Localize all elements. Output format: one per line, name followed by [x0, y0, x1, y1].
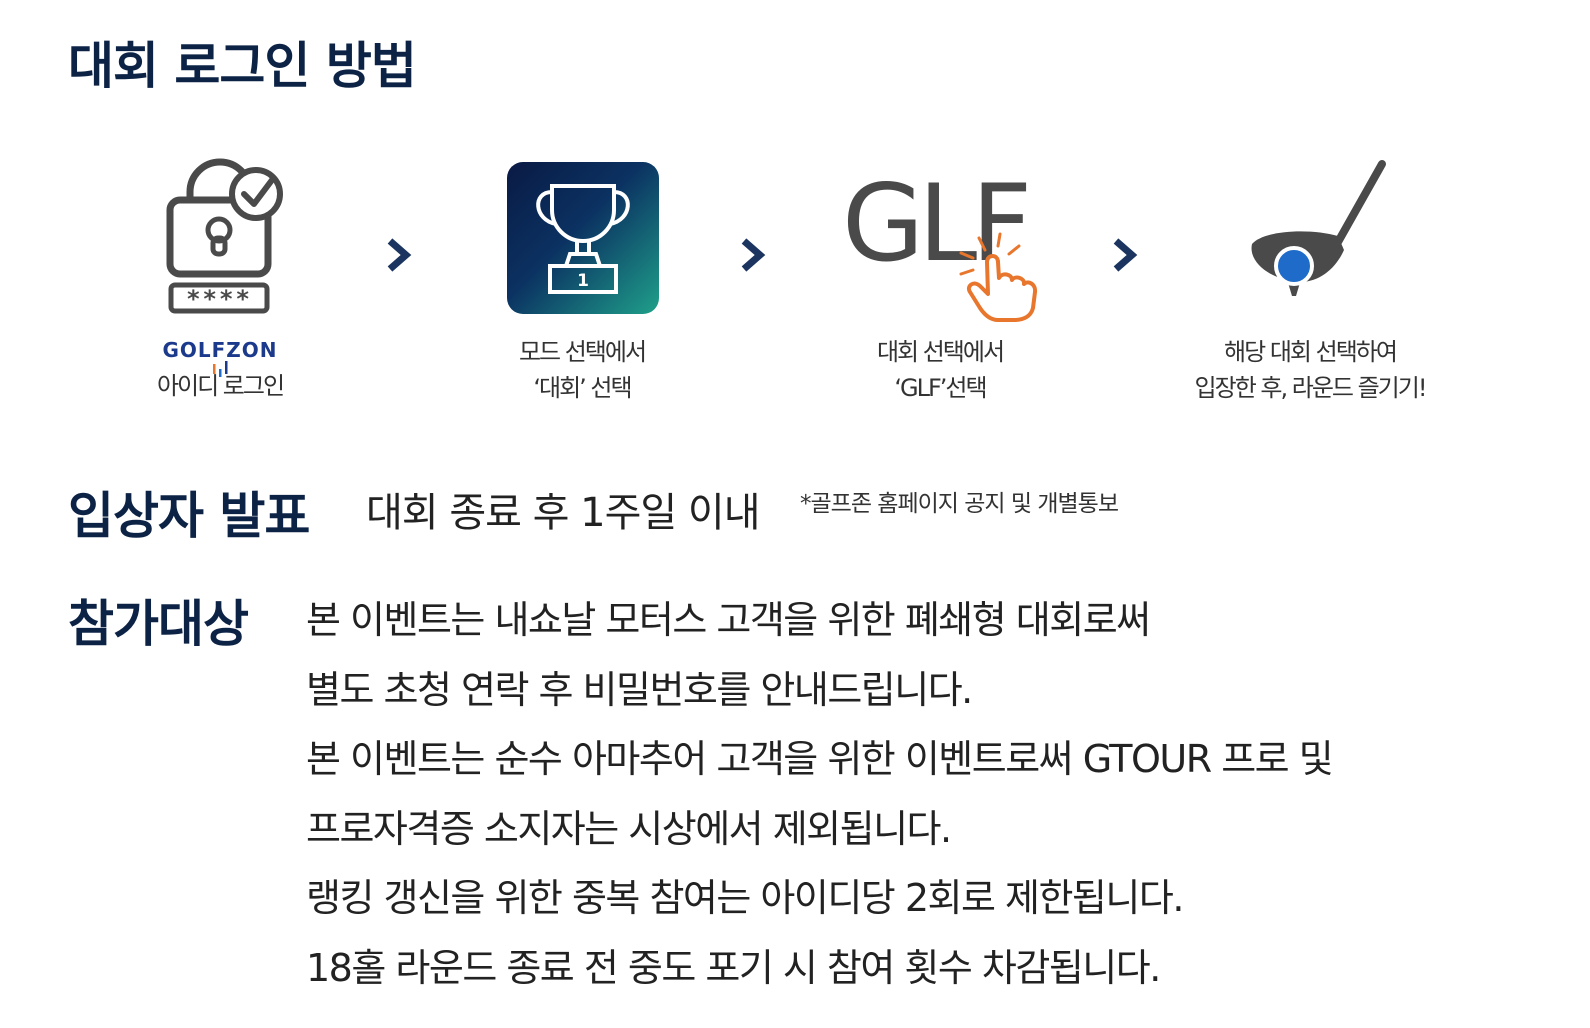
step-play-round: 해당 대회 선택하여 입장한 후, 라운드 즐기기!: [1160, 150, 1460, 420]
announcement-note: *골프존 홈페이지 공지 및 개별통보: [800, 491, 1119, 517]
step-2-caption-line-1: 모드 선택에서: [518, 338, 647, 366]
svg-text:****: ****: [186, 285, 252, 313]
step-golfzon-login: **** GOLFZON 아이디 로그인: [70, 150, 370, 420]
lock-password-icon: ****: [166, 158, 283, 314]
chevron-right-icon: [1113, 238, 1138, 272]
login-method-title: 대회 로그인 방법: [68, 37, 417, 95]
announcement-text: 대회 종료 후 1주일 이내: [366, 490, 761, 536]
glf-label: GLF: [842, 162, 1026, 285]
golfzon-bars-icon: [212, 361, 227, 377]
golfzon-logo: GOLFZON: [70, 334, 370, 377]
step-3-caption-line-2: ‘GLF’선택: [894, 374, 987, 402]
step-glf-select: GLF 대회 선택에서 ‘GLF’선택: [790, 150, 1090, 420]
chevron-right-icon: [387, 238, 412, 272]
step-4-caption-line-2: 입장한 후, 라운드 즐기기!: [1194, 374, 1428, 402]
golf-club-ball-icon: [1251, 160, 1386, 296]
eligibility-list: 본 이벤트는 내쇼날 모터스 고객을 위한 폐쇄형 대회로써 별도 초청 연락 …: [306, 586, 1546, 1003]
eligibility-line: 본 이벤트는 순수 아마추어 고객을 위한 이벤트로써 GTOUR 프로 및: [306, 737, 1334, 781]
trophy-rank-label: 1: [577, 271, 589, 291]
eligibility-line: 18홀 라운드 종료 전 중도 포기 시 참여 횟수 차감됩니다.: [306, 945, 1161, 990]
eligibility-title: 참가대상: [68, 595, 249, 653]
eligibility-line: 본 이벤트는 내쇼날 모터스 고객을 위한 폐쇄형 대회로써: [306, 598, 1151, 642]
step-2-caption-line-2: ‘대회’ 선택: [533, 374, 632, 402]
trophy-app-icon: 1: [507, 162, 659, 314]
step-mode-select: 1 모드 선택에서 ‘대회’ 선택: [432, 150, 732, 420]
eligibility-line: 프로자격증 소지자는 시상에서 제외됩니다.: [306, 806, 952, 851]
glf-touch-icon: GLF: [842, 162, 1038, 322]
winner-announcement-title: 입상자 발표: [68, 487, 310, 545]
step-3-caption-line-1: 대회 선택에서: [876, 338, 1005, 366]
eligibility-line: 랭킹 갱신을 위한 중복 참여는 아이디당 2회로 제한됩니다.: [306, 876, 1184, 920]
eligibility-line: 별도 초청 연락 후 비밀번호를 안내드립니다.: [306, 667, 973, 712]
chevron-right-icon: [741, 238, 766, 272]
step-4-caption-line-1: 해당 대회 선택하여: [1224, 338, 1398, 366]
